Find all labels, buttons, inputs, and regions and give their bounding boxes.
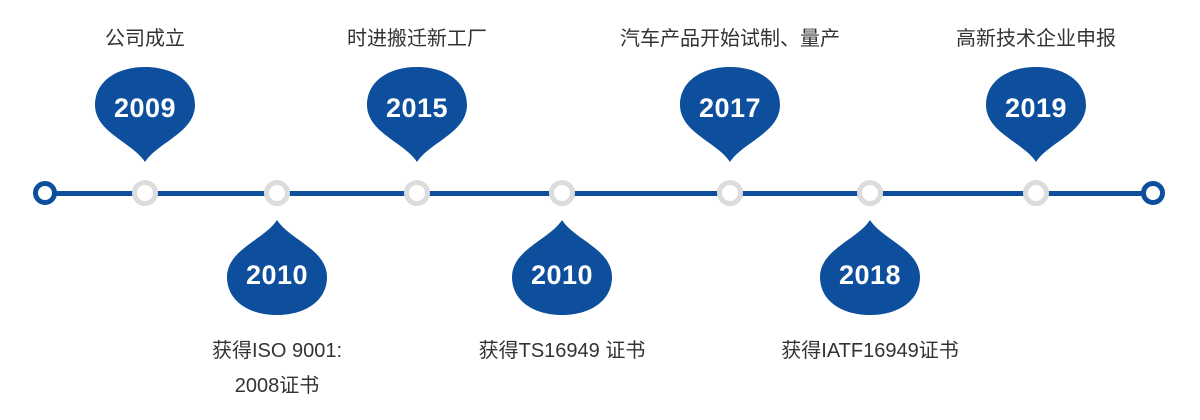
timeline-node-icon (404, 180, 430, 206)
year-balloon-icon: 2009 (93, 65, 197, 163)
balloon-year: 2018 (838, 259, 902, 290)
event-label: 时进搬迁新工厂 (347, 28, 487, 50)
timeline-node-icon (549, 180, 575, 206)
event-label: 汽车产品开始试制、量产 (620, 28, 840, 50)
timeline-node-icon (264, 180, 290, 206)
timeline-start-ring-icon (33, 181, 57, 205)
balloon-year: 2010 (530, 259, 594, 290)
timeline-line (45, 191, 1153, 196)
timeline-node-icon (1023, 180, 1049, 206)
year-balloon-icon: 2017 (678, 65, 782, 163)
year-balloon-icon: 2015 (365, 65, 469, 163)
timeline-node-icon (857, 180, 883, 206)
year-balloon-icon: 2019 (984, 65, 1088, 163)
balloon-year: 2017 (698, 92, 762, 123)
event-label: 获得IATF16949证书 (781, 340, 959, 362)
year-balloon-icon: 2018 (818, 219, 922, 317)
event-label: 公司成立 (105, 28, 185, 50)
balloon-year: 2019 (1004, 92, 1068, 123)
year-balloon-icon: 2010 (225, 219, 329, 317)
balloon-year: 2010 (245, 259, 309, 290)
timeline-end-ring-icon (1141, 181, 1165, 205)
timeline-node-icon (132, 180, 158, 206)
event-label: 获得TS16949 证书 (478, 340, 646, 362)
balloon-year: 2015 (385, 92, 449, 123)
event-label: 高新技术企业申报 (956, 28, 1116, 50)
event-label: 获得ISO 9001: 2008证书 (211, 340, 343, 397)
year-balloon-icon: 2010 (510, 219, 614, 317)
timeline-node-icon (717, 180, 743, 206)
balloon-year: 2009 (113, 92, 177, 123)
